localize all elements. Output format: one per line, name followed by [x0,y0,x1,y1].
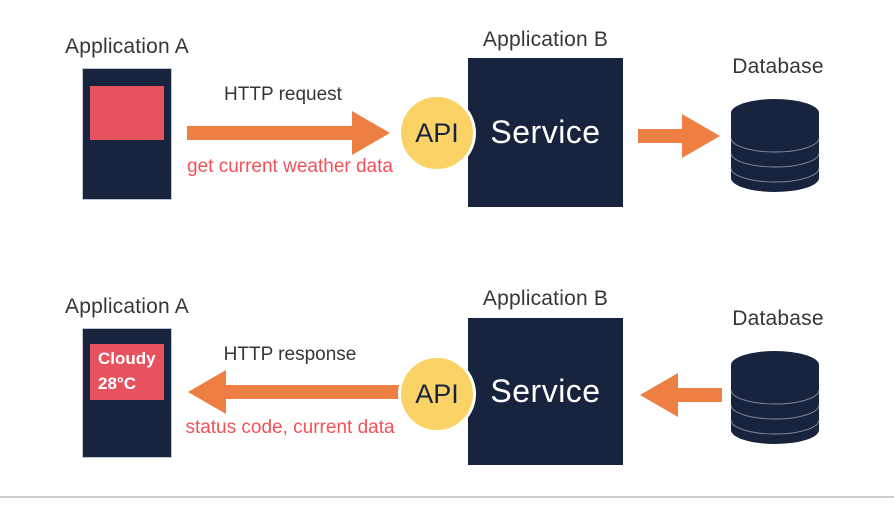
application-b-service-box: Service [468,58,623,207]
bottom-divider [0,496,894,498]
request-annotation: get current weather data [187,156,393,177]
http-response-label: HTTP response [223,344,357,365]
phone-screen: Cloudy 28°C [90,344,164,400]
api-label: API [415,117,459,148]
arrow-head-icon [640,373,678,417]
application-a-phone [82,68,172,200]
api-label: API [415,378,459,409]
database-icon [730,99,820,192]
application-a-label: Application A [64,35,190,58]
application-b-label: Application B [482,287,609,310]
phone-screen [90,86,164,140]
http-response-arrow-icon [188,370,400,414]
application-b-service-box: Service [468,318,623,465]
arrow-shaft [187,126,352,140]
database-label: Database [732,307,824,330]
weather-condition-text: Cloudy [98,349,156,368]
service-to-database-arrow-icon [638,114,720,158]
api-circle: API [398,355,476,433]
arrow-shaft [638,129,682,143]
application-a-label: Application A [64,295,190,318]
response-annotation: status code, current data [185,417,395,438]
arrow-head-icon [352,111,390,155]
arrow-shaft [226,385,400,399]
weather-temperature-text: 28°C [98,373,136,393]
database-label: Database [732,55,824,78]
http-request-arrow-icon [187,111,390,155]
application-b-label: Application B [482,28,609,51]
database-icon [730,351,820,444]
arrow-head-icon [682,114,720,158]
database-to-service-arrow-icon [640,373,722,417]
application-a-phone: Cloudy 28°C [82,328,172,458]
http-request-label: HTTP request [224,84,342,105]
service-label: Service [490,373,601,409]
service-label: Service [490,114,601,150]
arrow-shaft [678,388,722,402]
api-circle: API [398,94,476,172]
arrow-head-icon [188,370,226,414]
